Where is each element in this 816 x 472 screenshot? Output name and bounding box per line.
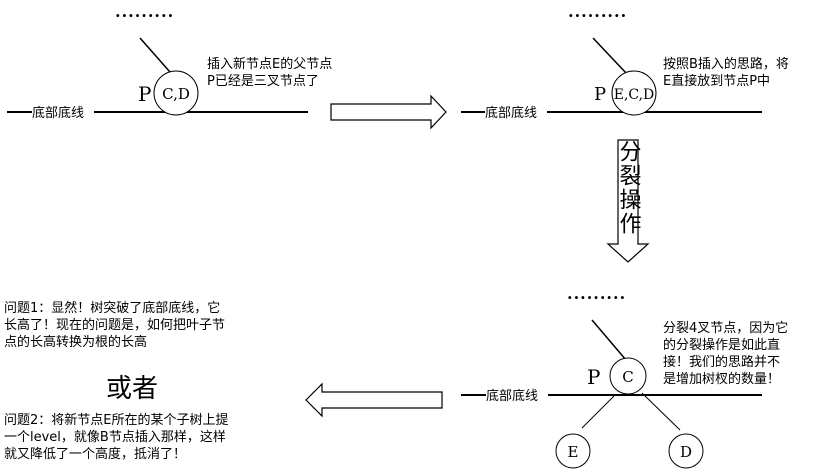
panel-2: ········· 底部底线 E,C,D P	[461, 6, 762, 121]
or-text: 或者	[106, 374, 159, 404]
baseline-label: 底部底线	[485, 105, 537, 121]
panel-1: ········· 底部底线 C,D P	[7, 6, 308, 121]
question-2: 问题2：将新节点E所在的某个子树上提 一个level，就像B节点插入那样，这样 …	[4, 413, 229, 462]
node-keys: C	[622, 368, 633, 386]
split-arrow-label: 分裂操作	[616, 140, 642, 236]
node-p	[609, 357, 647, 395]
parent-link	[591, 319, 627, 361]
child-link-left	[581, 394, 616, 429]
node-p	[611, 70, 657, 116]
child-node-right	[668, 433, 704, 469]
question-1: 问题1：显然！树突破了底部底线，它 长高了！现在的问题是，如何把叶子节 点的长高…	[4, 301, 226, 350]
parent-link	[592, 37, 628, 75]
node-label: P	[587, 365, 600, 389]
node-label: P	[138, 82, 151, 106]
panel-3: ········· 底部底线 C P E D	[461, 288, 762, 469]
node-keys: E,C,D	[614, 87, 655, 103]
panel-3-note: 分裂4叉节点，因为它 的分裂操作是如此直 接！我们的思路并不 是增加树杈的数量！	[663, 321, 789, 387]
ellipsis-dots: ·········	[568, 6, 627, 25]
child-key-left: E	[568, 443, 579, 461]
child-key-right: D	[680, 443, 692, 461]
ellipsis-dots: ·········	[567, 288, 626, 307]
child-node-left	[555, 433, 591, 469]
child-link-right	[641, 392, 681, 431]
node-keys: C,D	[162, 85, 190, 103]
parent-link	[139, 37, 171, 73]
panel-1-note: 插入新节点E的父节点 P已经是三叉节点了	[207, 57, 333, 89]
hollow-arrow-right	[330, 94, 447, 130]
panel-2-note: 按照B插入的思路，将 E直接放到节点P中	[663, 57, 789, 89]
baseline-label: 底部底线	[486, 388, 538, 404]
ellipsis-dots: ·········	[115, 6, 174, 25]
hollow-arrow-left	[305, 382, 443, 418]
hollow-arrow-down	[606, 139, 650, 263]
node-p	[153, 70, 199, 116]
node-label: P	[594, 84, 606, 105]
baseline-label: 底部底线	[32, 105, 84, 121]
